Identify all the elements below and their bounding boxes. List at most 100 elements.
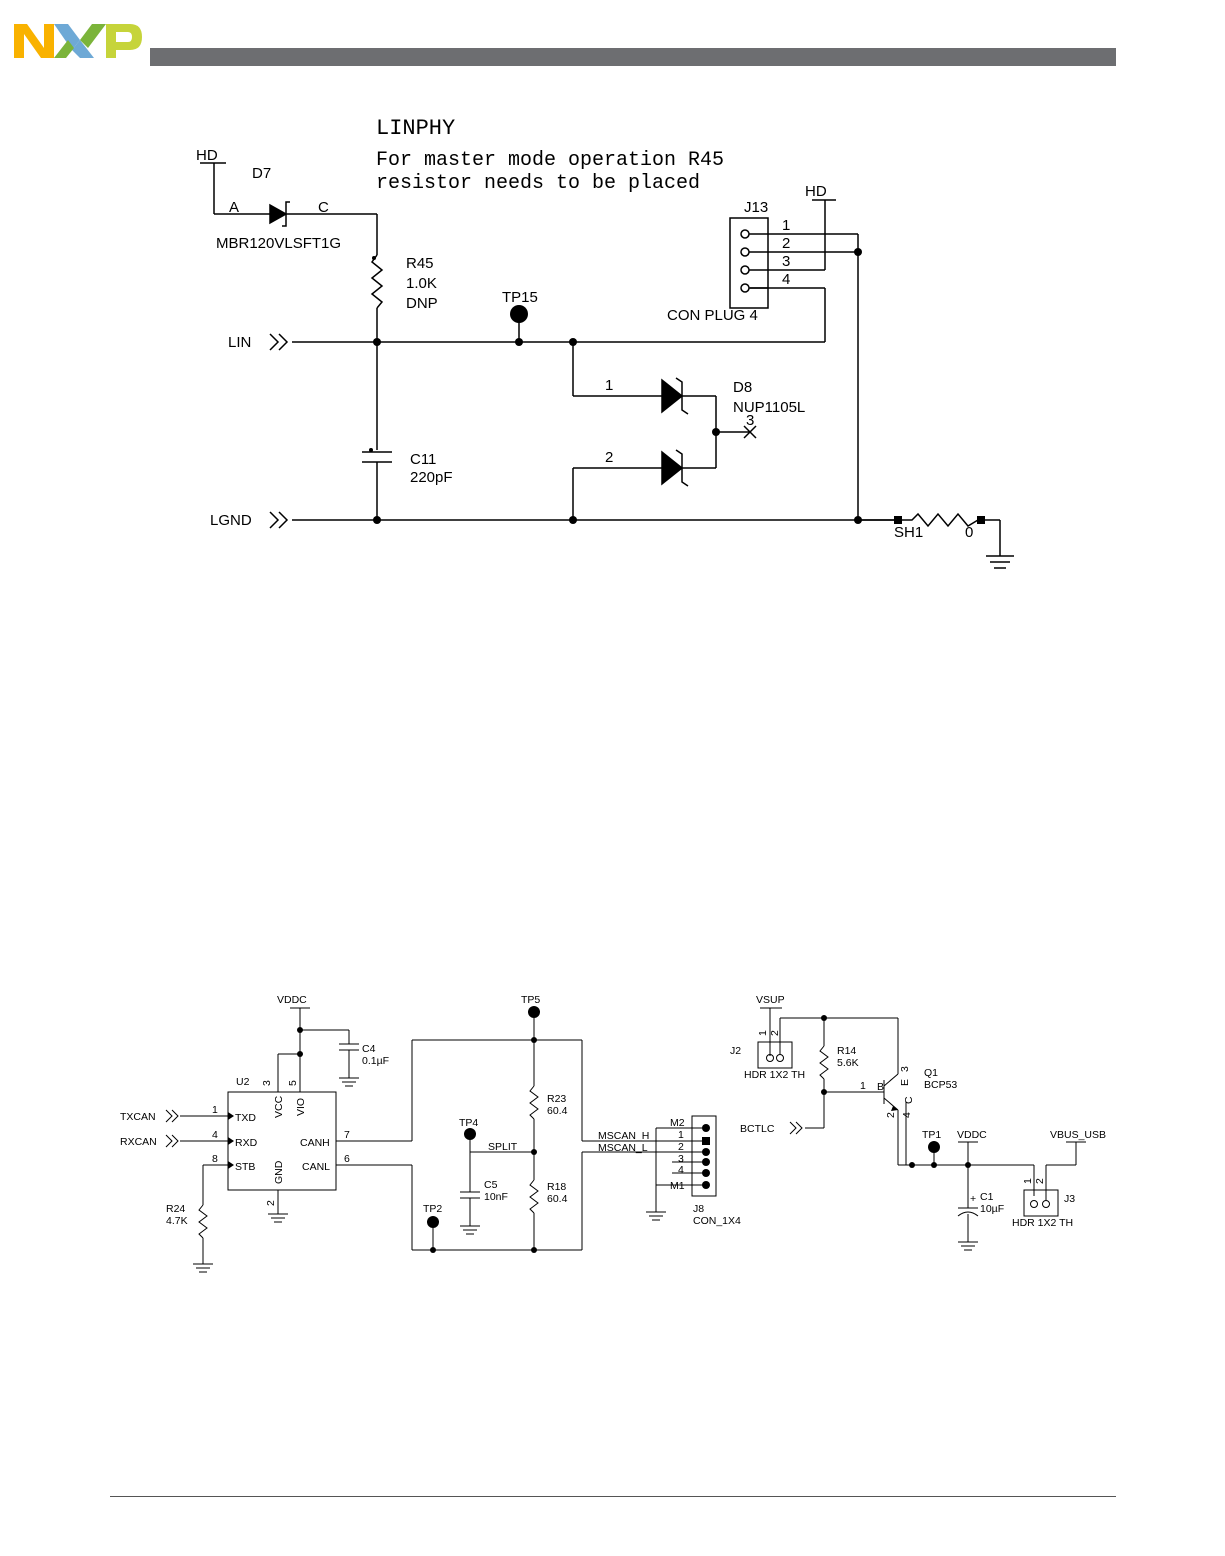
- lin-phy-schematic: LINPHY For master mode operation R45 res…: [196, 116, 1014, 569]
- vddc2-label: VDDC: [957, 1129, 987, 1141]
- j8-part: CON_1X4: [693, 1215, 741, 1227]
- d7-part: MBR120VLSFT1G: [216, 235, 341, 252]
- vddc-label: VDDC: [277, 994, 307, 1006]
- u2-gnd: GND: [273, 1160, 285, 1184]
- j2-p2: 2: [769, 1030, 781, 1036]
- r24-ref: R24: [166, 1203, 185, 1215]
- r23-ref: R23: [547, 1093, 566, 1105]
- d7-ref: D7: [252, 165, 271, 182]
- j2-part: HDR 1X2 TH: [744, 1069, 805, 1081]
- j13-pin-2: 2: [782, 235, 790, 252]
- u2-canl: CANL: [302, 1161, 330, 1173]
- d8-ref: D8: [733, 379, 752, 396]
- q1-ref: Q1: [924, 1067, 938, 1079]
- sh1-ref: SH1: [894, 524, 923, 541]
- c1-plus: +: [970, 1193, 976, 1205]
- header-bar: [150, 48, 1116, 66]
- r18-value: 60.4: [547, 1193, 568, 1205]
- footer-rule: [110, 1496, 1116, 1497]
- d8-pin-3: 3: [746, 412, 754, 429]
- split-label: SPLIT: [488, 1141, 518, 1153]
- j2-ref: J2: [730, 1045, 741, 1057]
- u2-ref: U2: [236, 1076, 250, 1088]
- d8-part: NUP1105L: [733, 399, 805, 416]
- q1-pc: C: [903, 1096, 915, 1104]
- hd-right-label: HD: [805, 183, 827, 200]
- r18-ref: R18: [547, 1181, 566, 1193]
- r45-ref: R45: [406, 255, 434, 272]
- q1-c: 2: [885, 1112, 897, 1118]
- vsup-label: VSUP: [756, 994, 785, 1006]
- d8-pin-2: 2: [605, 449, 613, 466]
- note-line-1: For master mode operation R45: [376, 149, 724, 172]
- u2-canh: CANH: [300, 1137, 330, 1149]
- r45-value: 1.0K: [406, 275, 437, 292]
- bctlc-label: BCTLC: [740, 1123, 775, 1135]
- u2-n6: 6: [344, 1153, 350, 1165]
- j3-p1: 1: [1022, 1178, 1034, 1184]
- j13-pin-3: 3: [782, 253, 790, 270]
- c4-ref: C4: [362, 1043, 376, 1055]
- u2-n4: 4: [212, 1129, 218, 1141]
- j3-part: HDR 1X2 TH: [1012, 1217, 1073, 1229]
- nxp-logo: [14, 24, 142, 58]
- q1-b: 1: [860, 1080, 866, 1092]
- d8-pin-1: 1: [605, 377, 613, 394]
- tp1-label: TP1: [922, 1129, 941, 1141]
- r14-ref: R14: [837, 1045, 856, 1057]
- q1-e: 3: [899, 1066, 911, 1072]
- j13-ref: J13: [744, 199, 768, 216]
- tp4-label: TP4: [459, 1117, 478, 1129]
- vbus-usb-label: VBUS_USB: [1050, 1129, 1106, 1141]
- title-linphy: LINPHY: [376, 116, 455, 141]
- c1-ref: C1: [980, 1191, 994, 1203]
- c5-ref: C5: [484, 1179, 498, 1191]
- hd-left-label: HD: [196, 147, 218, 164]
- tp15-label: TP15: [502, 289, 538, 306]
- u2-n7: 7: [344, 1129, 350, 1141]
- u2-vcc: VCC: [273, 1095, 285, 1118]
- j8-m2: M2: [670, 1117, 685, 1129]
- sh1-value: 0: [965, 524, 973, 541]
- note-line-2: resistor needs to be placed: [376, 172, 700, 195]
- d7-anode: A: [229, 199, 239, 216]
- mscan-h-label: MSCAN_H: [598, 1130, 649, 1142]
- r14-value: 5.6K: [837, 1057, 859, 1069]
- j8-pin-2: 2: [678, 1141, 684, 1153]
- u2-txd: TXD: [235, 1112, 256, 1124]
- j3-p2: 2: [1034, 1178, 1046, 1184]
- u2-n1: 1: [212, 1104, 218, 1116]
- tp2-label: TP2: [423, 1203, 442, 1215]
- u2-n2: 2: [265, 1200, 277, 1206]
- j8-pin-3: 3: [678, 1153, 684, 1165]
- j8-ref: J8: [693, 1203, 704, 1215]
- q1-pb: B: [877, 1081, 884, 1093]
- j13-pin-4: 4: [782, 271, 790, 288]
- j8-m1: M1: [670, 1180, 685, 1192]
- d7-cathode: C: [318, 199, 329, 216]
- j3-ref: J3: [1064, 1193, 1075, 1205]
- c11-ref: C11: [410, 451, 436, 468]
- q1-part: BCP53: [924, 1079, 957, 1091]
- j8-pin-1: 1: [678, 1129, 684, 1141]
- q1-c4: 4: [901, 1112, 913, 1118]
- rxcan-label: RXCAN: [120, 1136, 157, 1148]
- j13-part: CON PLUG 4: [667, 307, 758, 324]
- u2-n8: 8: [212, 1153, 218, 1165]
- r45-note: DNP: [406, 295, 438, 312]
- c4-value: 0.1µF: [362, 1055, 389, 1067]
- r23-value: 60.4: [547, 1105, 568, 1117]
- j13-pin-1: 1: [782, 217, 790, 234]
- u2-stb: STB: [235, 1161, 255, 1173]
- u2-n3: 3: [261, 1080, 273, 1086]
- c5-value: 10nF: [484, 1191, 508, 1203]
- u2-rxd: RXD: [235, 1137, 258, 1149]
- txcan-label: TXCAN: [120, 1111, 156, 1123]
- mscan-l-label: MSCAN_L: [598, 1142, 648, 1154]
- u2-n5: 5: [287, 1080, 299, 1086]
- tp5-label: TP5: [521, 994, 540, 1006]
- q1-pe: E: [899, 1079, 911, 1086]
- u2-vio: VIO: [295, 1098, 307, 1116]
